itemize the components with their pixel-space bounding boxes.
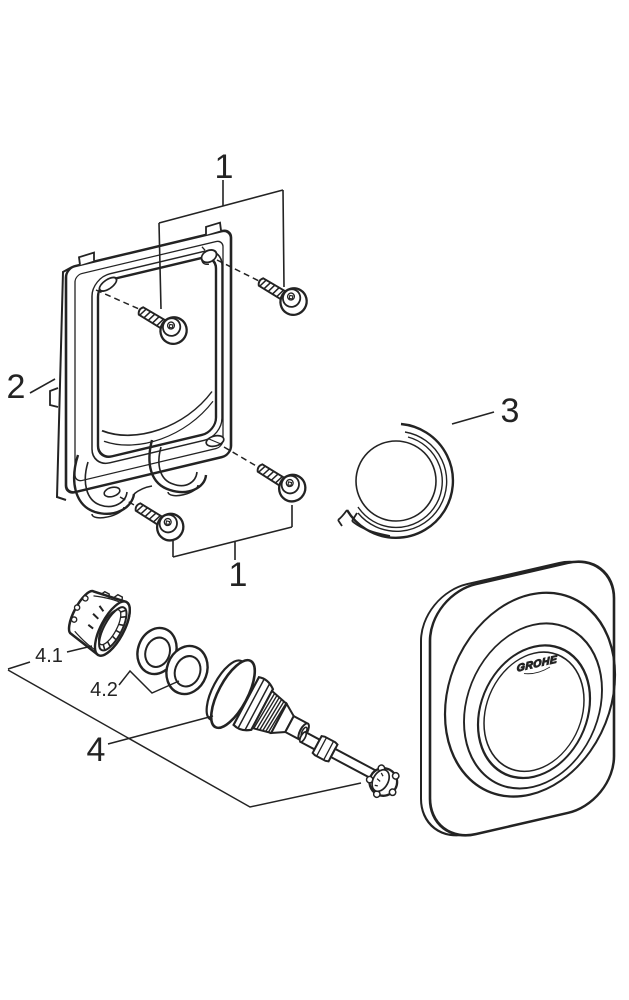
- callout-4: 4: [7, 669, 362, 808]
- callout-3: 3: [451, 392, 520, 430]
- callout-2: 2: [7, 368, 56, 406]
- screw-bottom-left: [128, 493, 190, 547]
- screw-top-right: [251, 268, 313, 321]
- callout-label-1-top: 1: [215, 148, 234, 186]
- callout-4-2: 4.2: [90, 669, 180, 701]
- callout-1-bottom: 1: [172, 505, 293, 594]
- rod-knob: [365, 764, 400, 799]
- callout-label-4-1: 4.1: [35, 645, 63, 667]
- callout-label-4-2: 4.2: [90, 679, 118, 701]
- pneumatic-cartridge: [205, 658, 310, 741]
- callout-4-1: 4.1: [7, 645, 93, 670]
- bayonet-adapter: [67, 589, 131, 657]
- screw-bottom-right: [250, 454, 312, 508]
- wall-plate: GROHE: [420, 560, 617, 837]
- screw-guide-lines: [95, 259, 260, 507]
- callout-label-2: 2: [7, 368, 26, 406]
- callout-label-1-bottom: 1: [229, 556, 248, 594]
- seal-ring: [337, 422, 455, 539]
- mounting-frame: [49, 221, 233, 519]
- callout-label-3: 3: [501, 392, 520, 430]
- callout-1-top: 1: [158, 148, 285, 310]
- frame-hooks: [72, 434, 225, 519]
- push-rod: [298, 730, 400, 799]
- callout-label-4: 4: [87, 731, 106, 769]
